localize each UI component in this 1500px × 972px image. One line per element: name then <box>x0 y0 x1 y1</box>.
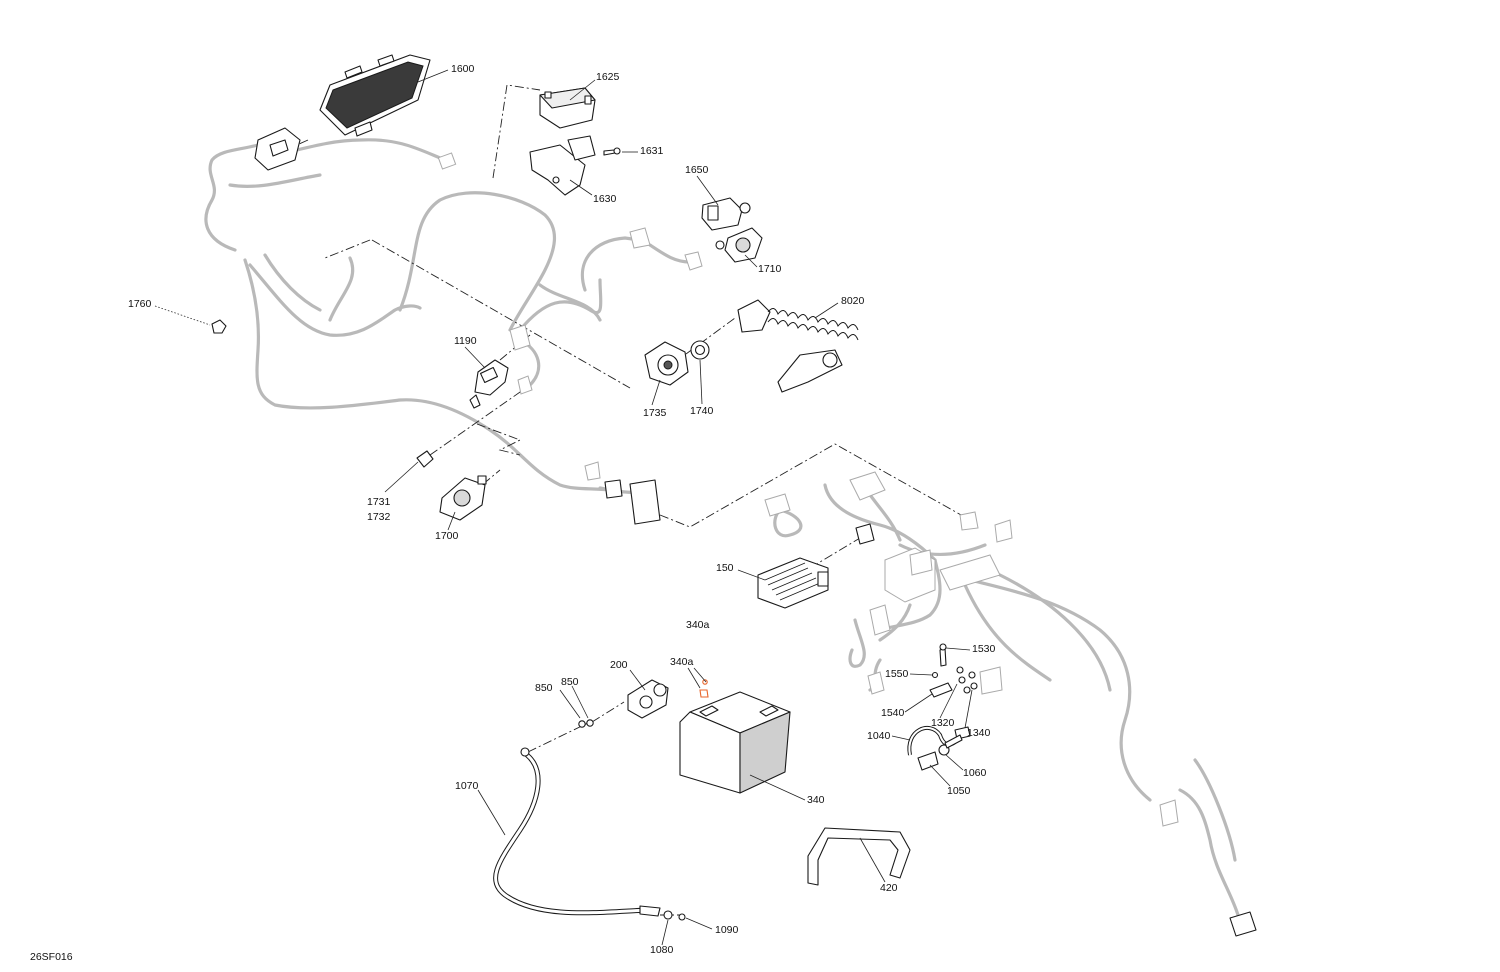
callout-1600: 1600 <box>451 63 475 75</box>
callout-1732: 1732 <box>367 511 391 523</box>
harness-connector-1650 <box>629 227 703 271</box>
part-1710-switch[interactable] <box>715 227 763 263</box>
part-150-voltage-regulator[interactable] <box>757 557 829 609</box>
callout-420: 420 <box>880 882 898 894</box>
part-1530-1550-1540-bolts[interactable] <box>929 643 953 698</box>
callout-1550: 1550 <box>885 668 909 680</box>
callout-1631: 1631 <box>640 145 664 157</box>
callout-1540: 1540 <box>881 707 905 719</box>
callout-1060: 1060 <box>963 767 987 779</box>
part-8020-safety-lanyard[interactable] <box>737 299 859 393</box>
part-1650-connector[interactable] <box>701 197 751 231</box>
callout-1050: 1050 <box>947 785 971 797</box>
callout-850-right: 850 <box>561 676 579 688</box>
wiring-harness <box>204 138 1240 917</box>
callout-1760: 1760 <box>128 298 152 310</box>
harness-connector-1190 <box>509 324 533 395</box>
callout-1080: 1080 <box>650 944 674 956</box>
callout-200: 200 <box>610 659 628 671</box>
part-1070-cable[interactable] <box>493 747 661 917</box>
callout-1190: 1190 <box>454 335 477 347</box>
part-1731-1732-bulb[interactable] <box>416 450 434 468</box>
part-1735-key-switch[interactable] <box>644 341 689 386</box>
harness-connectors-mid <box>584 461 661 525</box>
part-1320-1340-bolts[interactable] <box>956 666 1003 695</box>
callout-340a-upper: 340a <box>686 619 710 631</box>
callout-1630: 1630 <box>593 193 617 205</box>
callout-850-left: 850 <box>535 682 553 694</box>
callout-1731: 1731 <box>367 496 391 508</box>
harness-connector-150 <box>855 523 875 545</box>
callout-1090: 1090 <box>715 924 739 936</box>
part-1631-screw[interactable] <box>603 147 621 156</box>
callout-1340: 1340 <box>967 727 991 739</box>
assembly-lines <box>289 84 971 916</box>
callout-1650: 1650 <box>685 164 709 176</box>
part-1080-1090-hardware[interactable] <box>663 910 686 921</box>
callout-labels: 1600 1625 1631 1630 1650 1710 8020 1760 … <box>30 63 996 963</box>
callout-1710: 1710 <box>758 263 782 275</box>
callout-1070: 1070 <box>455 780 479 792</box>
part-1740-nut[interactable] <box>690 340 710 360</box>
harness-end-connector <box>1229 911 1257 937</box>
callout-1700: 1700 <box>435 530 459 542</box>
callout-1530: 1530 <box>972 643 996 655</box>
callout-1740: 1740 <box>690 405 714 417</box>
part-1630-bracket[interactable] <box>529 135 596 196</box>
part-340-battery[interactable] <box>679 691 791 794</box>
harness-connector-front <box>254 127 457 171</box>
callout-150: 150 <box>716 562 734 574</box>
fuse-box <box>764 471 1179 827</box>
part-1190-sensor[interactable] <box>469 359 509 409</box>
part-850-nuts[interactable] <box>578 719 594 728</box>
callout-1625: 1625 <box>596 71 620 83</box>
callout-1320: 1320 <box>931 717 955 729</box>
part-420-strap[interactable] <box>807 827 911 886</box>
callout-1735: 1735 <box>643 407 667 419</box>
part-340a-terminal[interactable] <box>699 679 709 698</box>
callout-8020: 8020 <box>841 295 865 307</box>
part-1600-gauge-cluster[interactable] <box>319 54 431 137</box>
part-1625-module[interactable] <box>539 87 596 129</box>
leader-lines <box>154 69 973 946</box>
callout-1040: 1040 <box>867 730 891 742</box>
callout-340: 340 <box>807 794 825 806</box>
part-1700-throttle-switch[interactable] <box>439 475 487 521</box>
part-1760-grommet[interactable] <box>211 319 227 334</box>
callout-340a-lower: 340a <box>670 656 694 668</box>
figure-code: 26SF016 <box>30 951 73 963</box>
part-1050-1060-bolts[interactable] <box>938 734 963 756</box>
part-200-starter-solenoid[interactable] <box>627 679 669 719</box>
